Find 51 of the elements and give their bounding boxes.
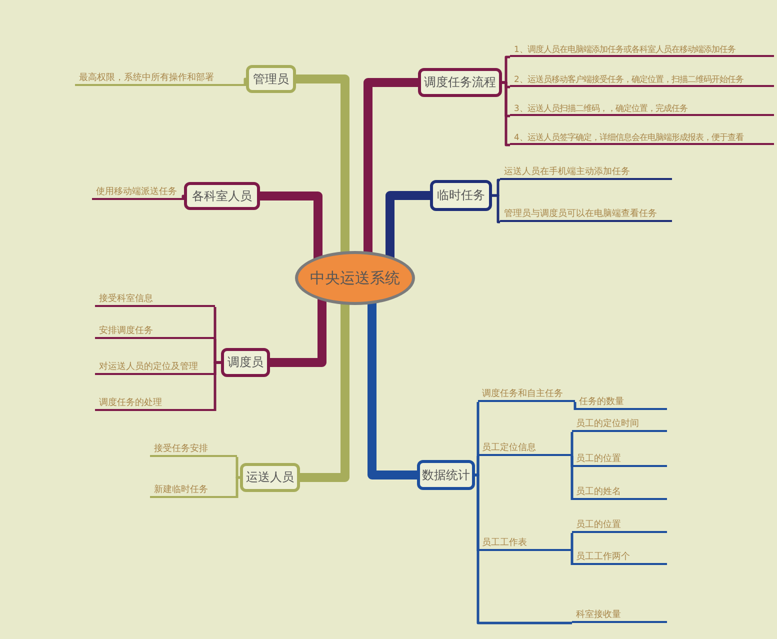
underlined-topic-text: 使用移动端派送任务 bbox=[92, 184, 183, 200]
topic-box: 管理员 bbox=[246, 65, 296, 93]
connector-line bbox=[236, 456, 240, 479]
connector-line bbox=[364, 78, 418, 254]
central-topic-ellipse: 中央运送系统 bbox=[295, 251, 415, 305]
underlined-topic-text: 最高权限，系统中所有操作和部署 bbox=[75, 70, 245, 86]
underlined-topic-text: 接受科室信息 bbox=[95, 291, 215, 307]
underlined-topic-text: 接受任务安排 bbox=[150, 441, 237, 457]
underlined-topic-text: 员工的位置 bbox=[572, 451, 667, 467]
connector-line bbox=[475, 454, 480, 476]
underlined-topic-text: 员工工作表 bbox=[478, 535, 572, 551]
connector-line bbox=[214, 361, 221, 412]
topic-box: 运送人员 bbox=[240, 463, 300, 492]
connector-line bbox=[570, 430, 574, 458]
connector-line bbox=[570, 550, 574, 566]
underlined-topic-text: 运送人员在手机端主动添加任务 bbox=[500, 164, 672, 180]
connector-line bbox=[492, 194, 500, 224]
connector-line bbox=[300, 302, 350, 482]
topic-box: 调度员 bbox=[221, 348, 270, 377]
underlined-topic-text: 新建临时任务 bbox=[150, 482, 237, 498]
underlined-topic-text: 3、运送人员扫描二维码，，确定位置，完成任务 bbox=[510, 102, 774, 116]
underlined-topic-text: 员工的姓名 bbox=[572, 484, 667, 500]
topic-box: 数据统计 bbox=[417, 460, 475, 490]
connector-line bbox=[270, 298, 326, 367]
underlined-topic-text: 科室接收量 bbox=[572, 607, 667, 623]
connector-line bbox=[502, 56, 510, 84]
underlined-topic-text: 任务的数量 bbox=[575, 394, 667, 410]
connector-line bbox=[570, 454, 574, 502]
connector-line bbox=[260, 192, 322, 259]
connector-line bbox=[386, 191, 430, 258]
connector-line bbox=[296, 74, 350, 254]
underlined-topic-text: 安排调度任务 bbox=[95, 323, 215, 339]
connector-line bbox=[502, 81, 510, 146]
connector-line bbox=[236, 476, 240, 500]
topic-box: 临时任务 bbox=[430, 180, 492, 211]
connector-line bbox=[475, 474, 572, 624]
underlined-topic-text: 4、运送人员签字确定，详细信息会在电脑端形成报表，便于查看 bbox=[510, 131, 774, 145]
underlined-topic-text: 员工的位置 bbox=[572, 517, 667, 533]
topic-box: 调度任务流程 bbox=[418, 68, 502, 97]
underlined-topic-text: 1、调度人员在电脑端添加任务或各科室人员在移动端添加任务 bbox=[510, 43, 774, 57]
underlined-topic-text: 对运送人员的定位及管理 bbox=[95, 359, 215, 375]
underlined-topic-text: 调度任务的处理 bbox=[95, 395, 215, 411]
connector-line bbox=[574, 400, 576, 412]
underlined-topic-text: 员工的定位时间 bbox=[572, 416, 667, 432]
underlined-topic-text: 管理员与调度员可以在电脑端查看任务 bbox=[500, 206, 672, 222]
underlined-topic-text: 员工工作两个 bbox=[572, 549, 667, 565]
connector-line bbox=[570, 532, 574, 552]
underlined-topic-text: 2、运送员移动客户端接受任务，确定位置，扫描二维码开始任务 bbox=[510, 73, 774, 87]
underlined-topic-text: 员工定位信息 bbox=[478, 440, 572, 456]
underlined-topic-text: 调度任务和自主任务 bbox=[478, 386, 575, 402]
topic-box: 各科室人员 bbox=[184, 182, 260, 210]
